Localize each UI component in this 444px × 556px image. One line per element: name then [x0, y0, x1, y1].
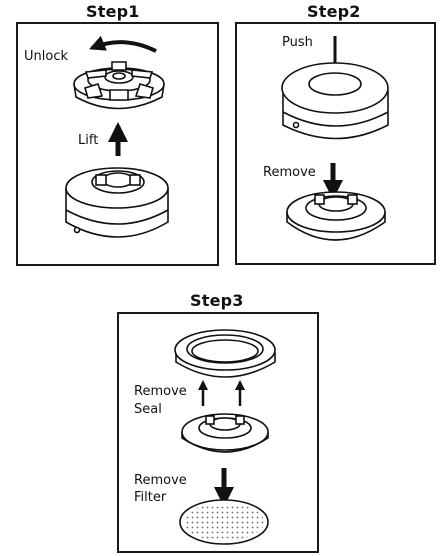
remove-label: Remove [263, 165, 316, 180]
remove-seal-label-line2: Seal [134, 402, 162, 417]
unlock-arrow [89, 35, 157, 53]
remove-seal-label-line1: Remove [134, 384, 187, 399]
remove-filter-label-line1: Remove [134, 473, 187, 488]
cap-ring-part [281, 62, 389, 140]
remove-filter-label-line2: Filter [134, 490, 167, 505]
filter-disc-part [179, 499, 269, 545]
grate-cap-part [73, 61, 165, 110]
step1-title: Step1 [86, 2, 140, 21]
step2-title: Step2 [307, 2, 361, 21]
unlock-label: Unlock [24, 49, 68, 64]
push-label: Push [282, 35, 313, 50]
step3-title: Step3 [190, 291, 244, 310]
lift-label: Lift [78, 133, 99, 148]
burner-base-part [65, 167, 169, 238]
burner-ring-part [286, 191, 386, 241]
seal-ring-part [174, 329, 276, 378]
burner-unit-part [181, 413, 269, 453]
